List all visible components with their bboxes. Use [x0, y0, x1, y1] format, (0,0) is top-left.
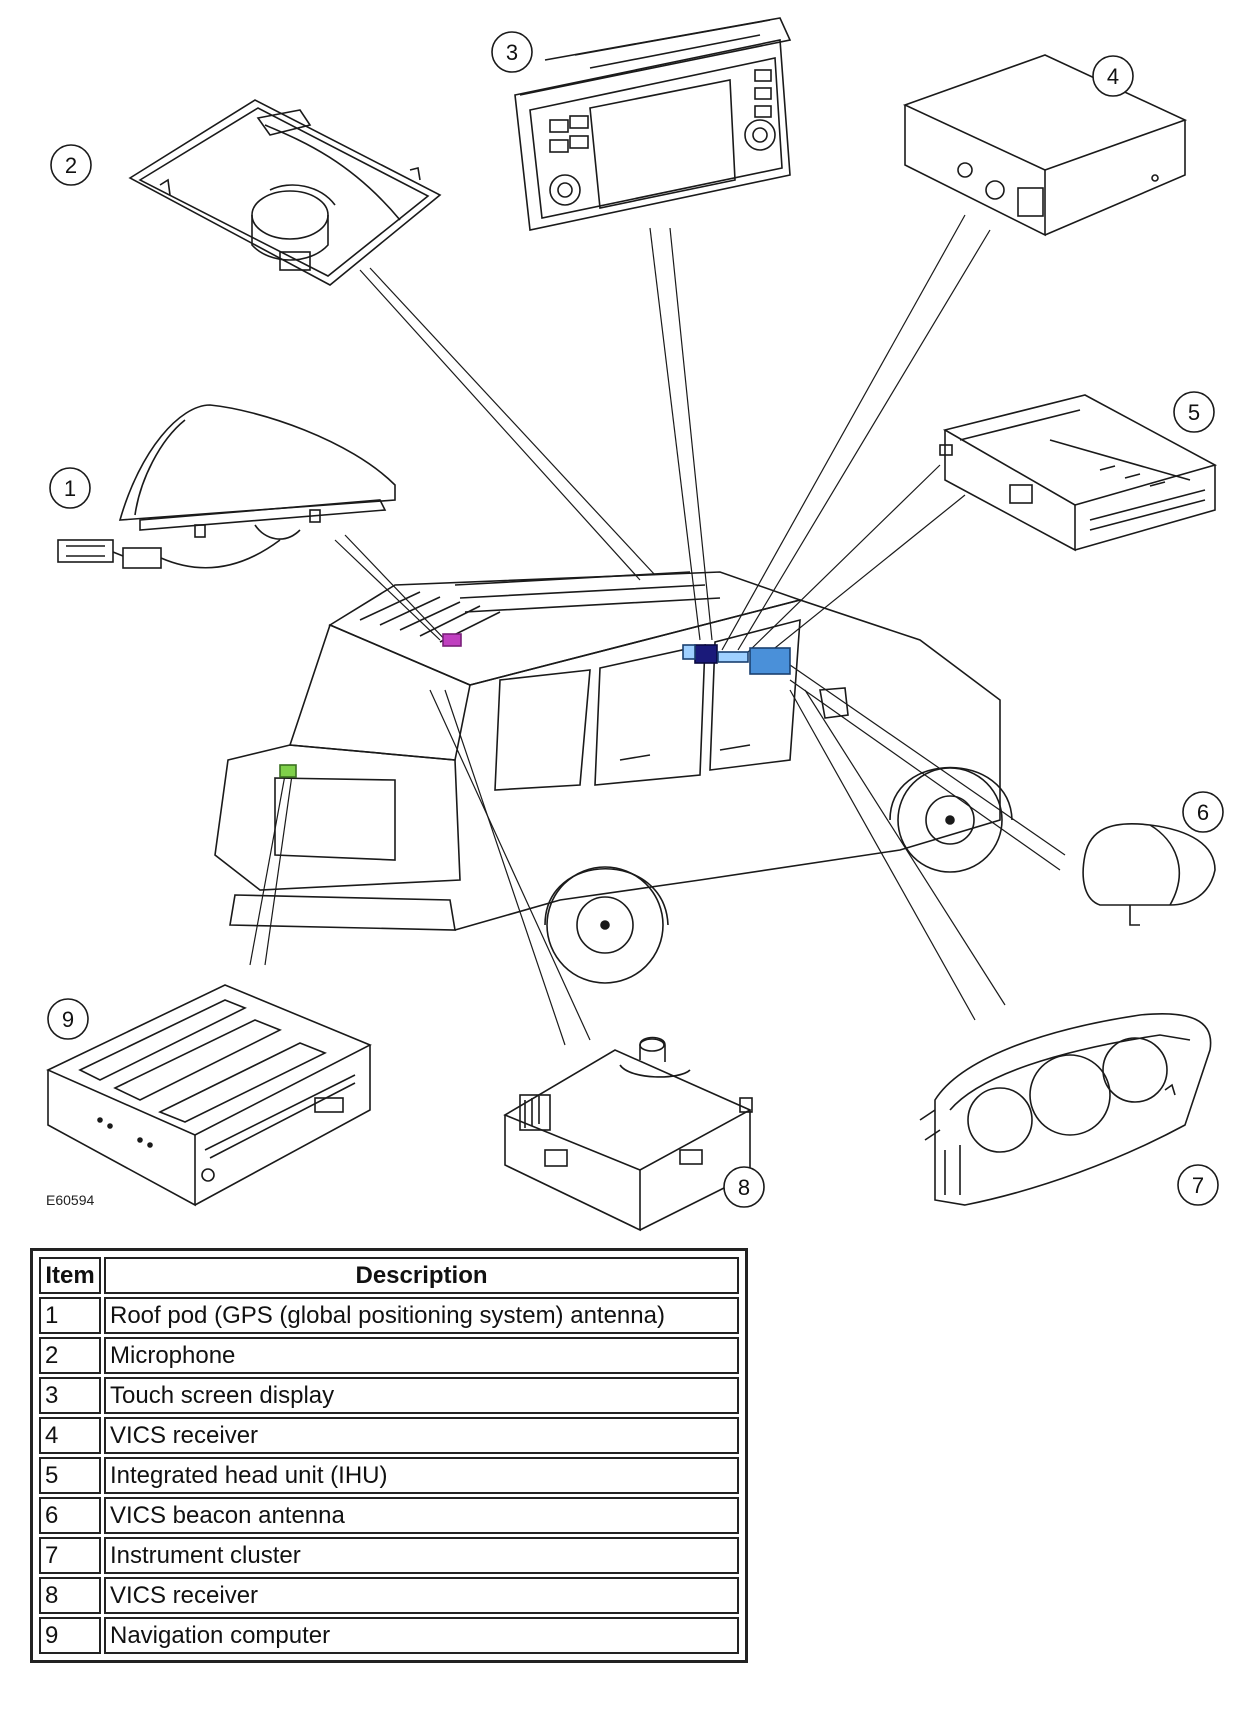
legend-item-description: Instrument cluster: [104, 1537, 739, 1574]
legend-item-description: Touch screen display: [104, 1377, 739, 1414]
vics-receiver-top-drawing: [902, 54, 1188, 237]
gps-marker: [442, 633, 462, 647]
legend-row: 6 VICS beacon antenna: [39, 1497, 739, 1534]
legend-header-row: Item Description: [39, 1257, 739, 1294]
svg-text:6: 6: [1197, 800, 1209, 825]
svg-text:9: 9: [62, 1007, 74, 1032]
callout-1: 1: [49, 467, 91, 509]
svg-text:8: 8: [738, 1175, 750, 1200]
legend-row: 4 VICS receiver: [39, 1417, 739, 1454]
legend-item-description: VICS beacon antenna: [104, 1497, 739, 1534]
callout-2: 2: [50, 144, 92, 186]
callout-4: 4: [1092, 55, 1134, 97]
legend-item-number: 4: [39, 1417, 101, 1454]
touch-screen-drawing: [514, 17, 792, 231]
callout-8: 8: [723, 1166, 765, 1208]
legend-row: 8 VICS receiver: [39, 1577, 739, 1614]
svg-text:3: 3: [506, 40, 518, 65]
legend-item-description: Navigation computer: [104, 1617, 739, 1654]
svg-text:4: 4: [1107, 64, 1119, 89]
roof-pod-drawing: [57, 404, 396, 569]
ihu-marker: [749, 647, 791, 675]
ihu-drawing: [939, 394, 1218, 552]
svg-text:5: 5: [1188, 400, 1200, 425]
legend-item-description: VICS receiver: [104, 1417, 739, 1454]
svg-text:2: 2: [65, 153, 77, 178]
svg-text:1: 1: [64, 476, 76, 501]
legend-item-number: 3: [39, 1377, 101, 1414]
leader-lines: [249, 214, 1066, 1046]
navigation-computer-marker: [279, 764, 297, 778]
component-location-diagram: 1 2 3 4 5 6 7 8: [46, 17, 1224, 1232]
microphone-drawing: [128, 99, 442, 286]
svg-text:7: 7: [1192, 1173, 1204, 1198]
legend-row: 2 Microphone: [39, 1337, 739, 1374]
callout-7: 7: [1177, 1164, 1219, 1206]
legend-row: 5 Integrated head unit (IHU): [39, 1457, 739, 1494]
legend-header-description: Description: [104, 1257, 739, 1294]
legend-item-description: VICS receiver: [104, 1577, 739, 1614]
legend-item-number: 5: [39, 1457, 101, 1494]
legend-row: 3 Touch screen display: [39, 1377, 739, 1414]
navigation-computer-drawing: [46, 984, 372, 1207]
legend-item-number: 2: [39, 1337, 101, 1374]
legend-item-number: 7: [39, 1537, 101, 1574]
callout-5: 5: [1173, 391, 1215, 433]
figure-code: E60594: [46, 1192, 94, 1208]
legend-table: Item Description 1 Roof pod (GPS (global…: [36, 1254, 742, 1657]
instrument-cluster-drawing: [919, 1012, 1212, 1206]
legend-item-description: Roof pod (GPS (global positioning system…: [104, 1297, 739, 1334]
legend-row: 9 Navigation computer: [39, 1617, 739, 1654]
legend-item-number: 9: [39, 1617, 101, 1654]
legend-item-number: 1: [39, 1297, 101, 1334]
legend-item-number: 8: [39, 1577, 101, 1614]
callout-markers: 1 2 3 4 5 6 7 8: [47, 31, 1224, 1208]
vehicle-outline: [214, 571, 1013, 984]
callout-6: 6: [1182, 791, 1224, 833]
legend-item-description: Integrated head unit (IHU): [104, 1457, 739, 1494]
legend-row: 1 Roof pod (GPS (global positioning syst…: [39, 1297, 739, 1334]
display-marker: [694, 644, 718, 664]
vics-receiver-bottom-drawing: [503, 1036, 753, 1232]
legend-table-frame: Item Description 1 Roof pod (GPS (global…: [30, 1248, 748, 1663]
vics-beacon-antenna-drawing: [1082, 823, 1216, 926]
legend-row: 7 Instrument cluster: [39, 1537, 739, 1574]
callout-9: 9: [47, 998, 89, 1040]
legend-header-item: Item: [39, 1257, 101, 1294]
callout-3: 3: [491, 31, 533, 73]
legend-item-number: 6: [39, 1497, 101, 1534]
legend-item-description: Microphone: [104, 1337, 739, 1374]
